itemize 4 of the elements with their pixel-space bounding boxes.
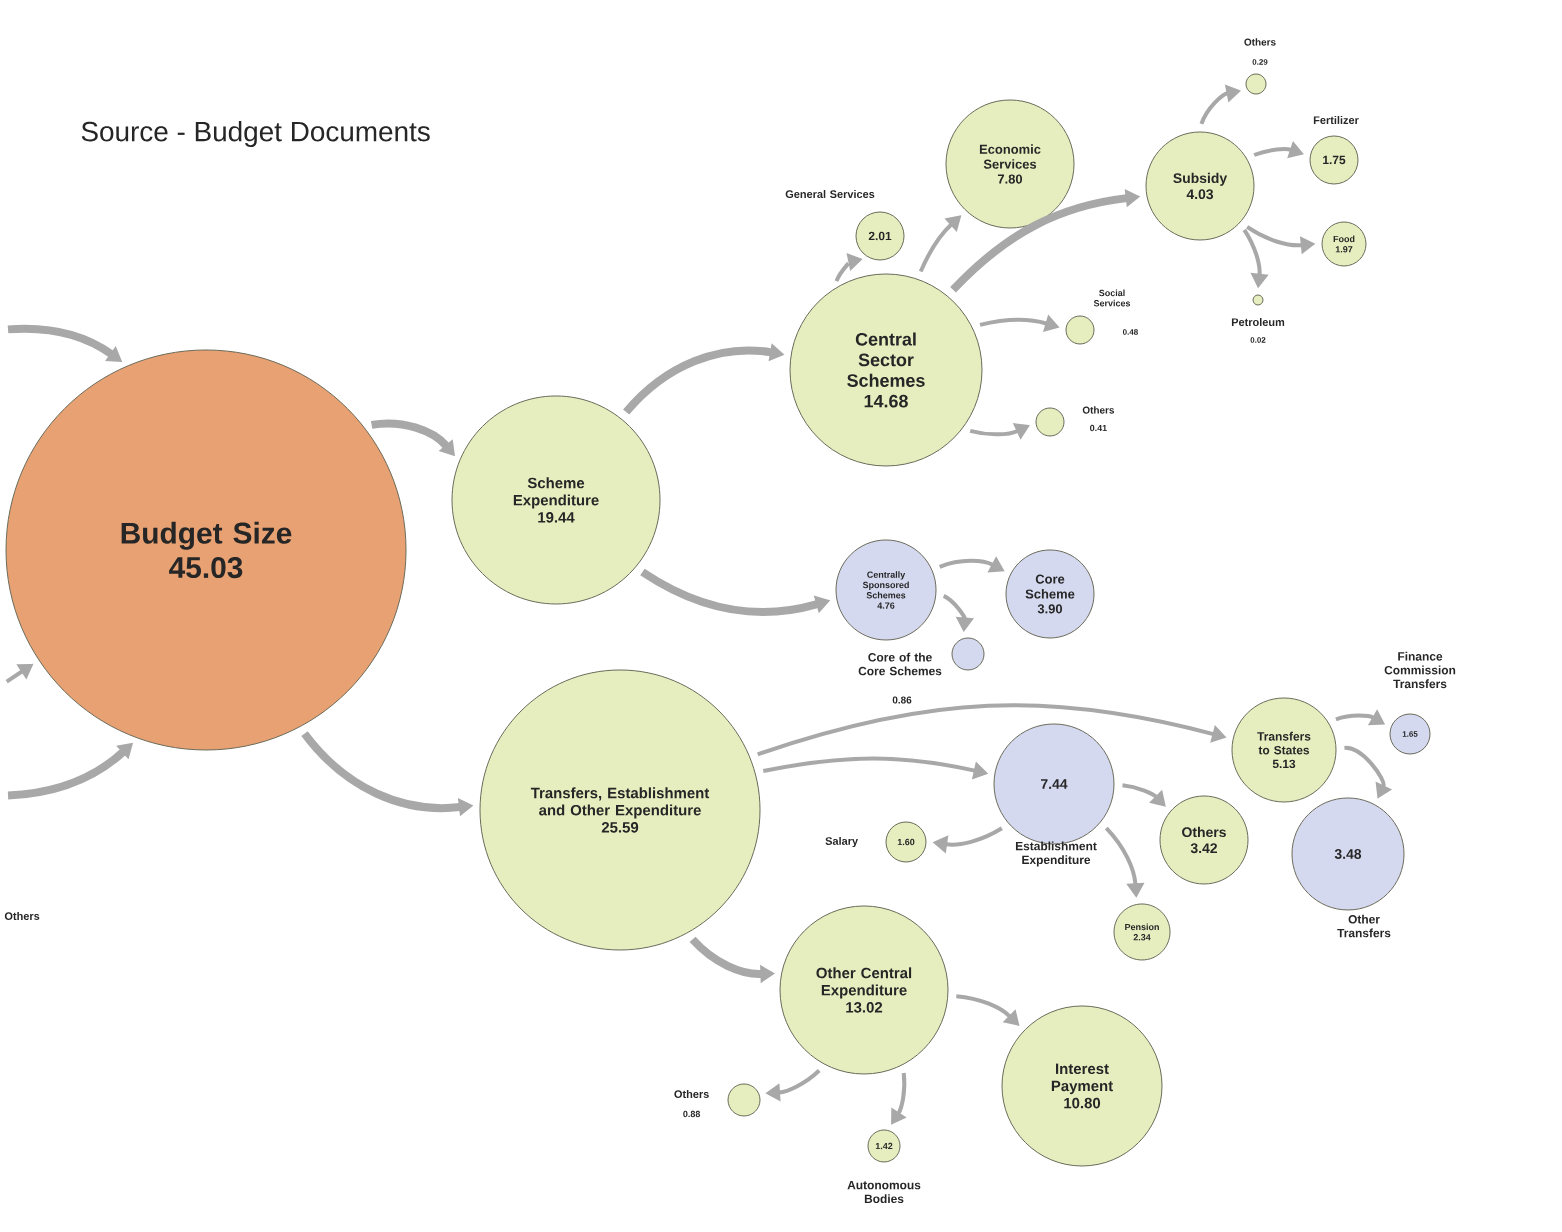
bubble: Budget Size 45.03 — [5, 349, 407, 751]
bubble: Central Sector Schemes 14.68 — [789, 273, 983, 467]
arrow — [1122, 783, 1166, 807]
source-note: Source - Budget Documents — [81, 121, 430, 147]
